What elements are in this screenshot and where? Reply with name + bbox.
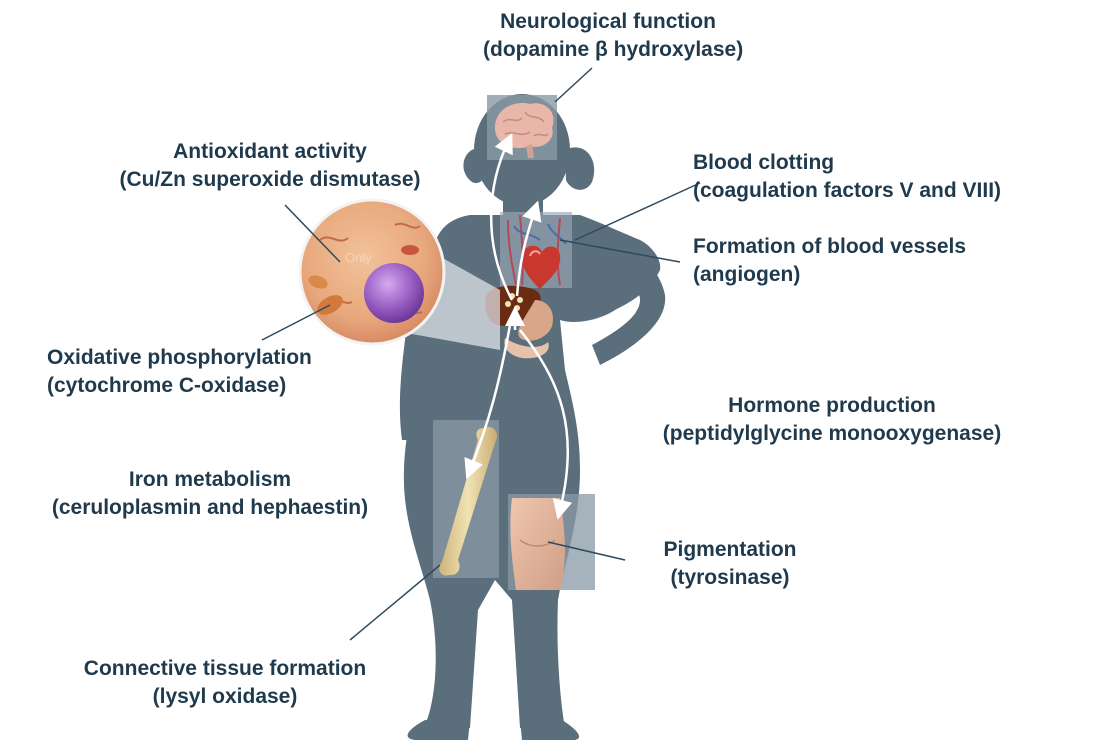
function-enzyme: (Cu/Zn superoxide dismutase) — [100, 166, 440, 194]
heart-icon — [500, 212, 572, 290]
function-title: Formation of blood vessels — [693, 233, 966, 261]
bone-icon — [433, 420, 499, 578]
function-title: Neurological function — [483, 8, 733, 36]
label-connective-tissue-formation: Connective tissue formation (lysyl oxida… — [45, 655, 405, 711]
function-enzyme: (coagulation factors V and VIII) — [693, 177, 1001, 205]
function-enzyme: (lysyl oxidase) — [45, 683, 405, 711]
function-title: Pigmentation — [630, 536, 830, 564]
function-enzyme: (ceruloplasmin and hephaestin) — [10, 494, 410, 522]
label-antioxidant-activity: Antioxidant activity (Cu/Zn superoxide d… — [100, 138, 440, 194]
function-title: Hormone production — [612, 392, 1052, 420]
function-title: Oxidative phosphorylation — [47, 344, 312, 372]
function-enzyme: (cytochrome C-oxidase) — [47, 372, 312, 400]
watermark-text: Only — [345, 250, 372, 265]
brain-icon — [487, 95, 557, 160]
label-blood-clotting: Blood clotting (coagulation factors V an… — [693, 149, 1001, 205]
skin-icon — [508, 494, 595, 590]
function-title: Connective tissue formation — [45, 655, 405, 683]
cell-icon: Only — [300, 200, 444, 344]
label-iron-metabolism: Iron metabolism (ceruloplasmin and hepha… — [10, 466, 410, 522]
label-oxidative-phosphorylation: Oxidative phosphorylation (cytochrome C-… — [47, 344, 312, 400]
label-pigmentation: Pigmentation (tyrosinase) — [630, 536, 830, 592]
function-title: Blood clotting — [693, 149, 1001, 177]
function-title: Antioxidant activity — [100, 138, 440, 166]
label-neurological-function: Neurological function (dopamine β hydrox… — [483, 8, 733, 64]
label-formation-of-blood-vessels: Formation of blood vessels (angiogen) — [693, 233, 966, 289]
function-enzyme: (peptidylglycine monooxygenase) — [612, 420, 1052, 448]
function-enzyme: (dopamine β hydroxylase) — [483, 36, 733, 64]
function-enzyme: (tyrosinase) — [630, 564, 830, 592]
function-title: Iron metabolism — [10, 466, 410, 494]
function-enzyme: (angiogen) — [693, 261, 966, 289]
label-hormone-production: Hormone production (peptidylglycine mono… — [612, 392, 1052, 448]
